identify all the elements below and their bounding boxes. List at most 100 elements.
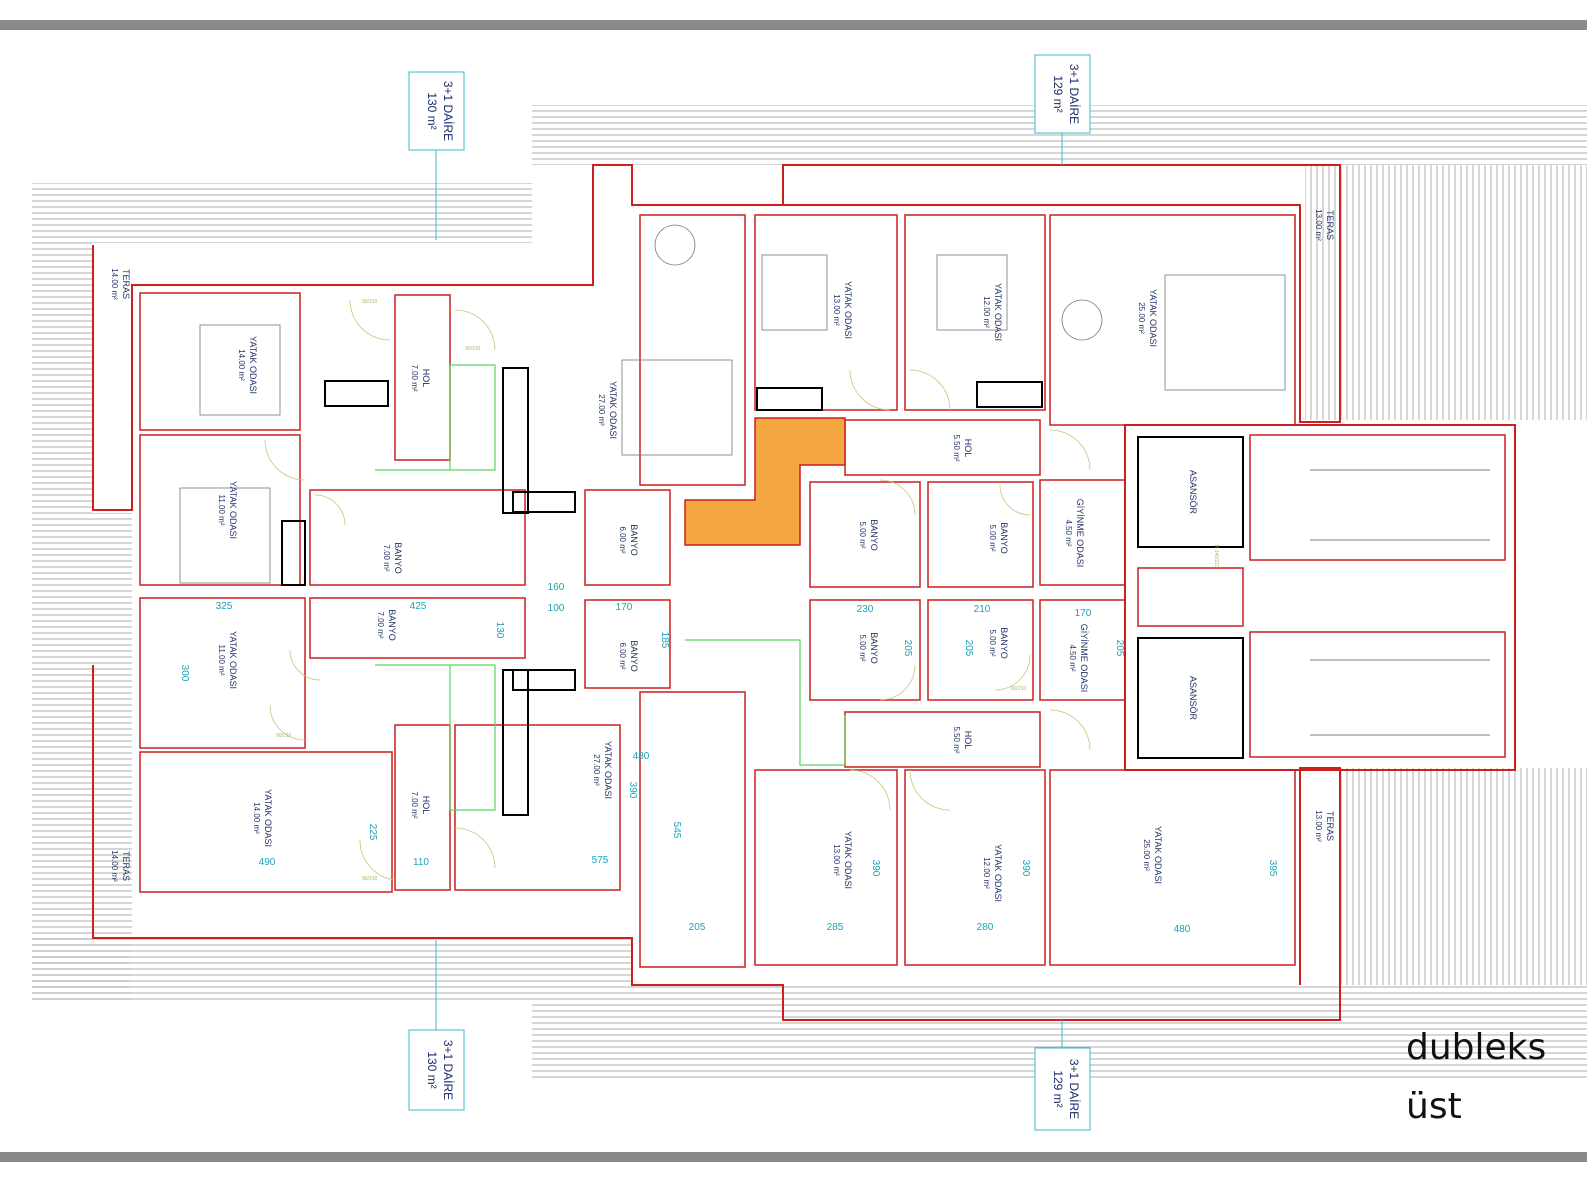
room-area: 6.00 m² — [618, 642, 627, 669]
dimension-185: 185 — [659, 632, 670, 649]
room-area: 13.00 m² — [832, 294, 841, 326]
core-stairs — [1310, 469, 1490, 736]
room-area: 12.00 m² — [982, 857, 991, 889]
room-area: 5.00 m² — [988, 629, 997, 656]
elevator-shafts — [1137, 436, 1244, 759]
room-name: YATAK ODASI — [608, 381, 618, 439]
room-name: HOL — [963, 439, 973, 458]
room-name: BANYO — [387, 609, 397, 641]
door-code: 90/210 — [362, 876, 378, 882]
dimension-480b: 480 — [1174, 924, 1191, 935]
bottom-border-bar — [0, 1152, 1587, 1162]
door-code: 90/210 — [276, 733, 292, 739]
dimension-490: 490 — [259, 857, 276, 868]
dimension-225: 225 — [367, 824, 378, 841]
room-name: BANYO — [393, 542, 403, 574]
room-area: 27.00 m² — [592, 754, 601, 786]
room-area: 7.00 m² — [410, 791, 419, 818]
unit-tag-top-right-area: 129 m² — [1051, 75, 1065, 112]
room-name: HOL — [421, 369, 431, 388]
room-area: 5.00 m² — [858, 634, 867, 661]
room-area: 11.00 m² — [217, 645, 226, 676]
dimension-390c: 390 — [1020, 860, 1031, 877]
room-area: 4.50 m² — [1064, 519, 1073, 546]
room-area: 5.00 m² — [858, 521, 867, 548]
room-name: YATAK ODASI — [843, 281, 853, 339]
room-area: 5.50 m² — [952, 434, 961, 461]
dimension-170a: 170 — [616, 602, 633, 613]
door-code: 80/210 — [1011, 686, 1027, 692]
room-name: YATAK ODASI — [248, 336, 258, 394]
dimension-230: 230 — [857, 604, 874, 615]
dimension-425: 425 — [410, 601, 427, 612]
dimension-100: 100 — [548, 603, 565, 614]
room-name: YATAK ODASI — [228, 481, 238, 539]
room-name: GİYİNME ODASI — [1075, 499, 1085, 568]
room-area: 13.00 m² — [832, 844, 841, 876]
terrace-area: 13.00 m² — [1314, 810, 1323, 842]
room-name: YATAK ODASI — [1153, 826, 1163, 884]
dimension-390a: 390 — [627, 782, 638, 799]
unit-tag-bottom-right-area: 129 m² — [1051, 1070, 1065, 1107]
dimension-300: 300 — [179, 665, 190, 682]
room-name: BANYO — [999, 627, 1009, 659]
room-name: HOL — [421, 796, 431, 815]
unit-tag-top-left-area: 130 m² — [425, 92, 439, 129]
room-area: 14.00 m² — [252, 802, 261, 834]
elevator-top-label: ASANSÖR — [1188, 470, 1198, 515]
room-name: YATAK ODASI — [263, 789, 273, 847]
room-name: YATAK ODASI — [1148, 289, 1158, 347]
outer-walls — [92, 164, 1516, 1021]
door-code: 90/210 — [465, 346, 481, 352]
room-area: 6.00 m² — [618, 526, 627, 553]
room-name: YATAK ODASI — [843, 831, 853, 889]
furniture — [179, 224, 1286, 584]
terrace-area: 13.00 m² — [1314, 209, 1323, 241]
internal-stairs — [375, 364, 846, 811]
unit-tag-bottom-right-type: 3+1 DAİRE — [1067, 1059, 1081, 1119]
terrace-area: 14.00 m² — [110, 268, 119, 300]
unit-tag-bottom-right: 3+1 DAİRE 129 m² — [1034, 1020, 1091, 1131]
dimension-280: 280 — [977, 922, 994, 933]
unit-tag-bottom-left: 3+1 DAİRE 130 m² — [408, 940, 465, 1111]
dimension-160: 160 — [548, 582, 565, 593]
room-name: YATAK ODASI — [228, 631, 238, 689]
room-area: 12.00 m² — [982, 296, 991, 328]
dimension-205d: 205 — [689, 922, 706, 933]
room-name: BANYO — [869, 519, 879, 551]
unit-tag-top-left: 3+1 DAİRE 130 m² — [408, 71, 465, 240]
dimension-205c: 205 — [1114, 640, 1125, 657]
room-area: 7.00 m² — [382, 544, 391, 571]
dimension-130: 130 — [494, 622, 505, 639]
wardrobes — [281, 367, 1043, 816]
terrace-name: TERAS — [1325, 210, 1335, 240]
top-border-bar — [0, 20, 1587, 30]
unit-tag-top-right: 3+1 DAİRE 129 m² — [1034, 54, 1091, 165]
room-area: 5.00 m² — [988, 524, 997, 551]
caption-line-1: dubleks — [1406, 1027, 1547, 1068]
room-name: BANYO — [869, 632, 879, 664]
elevator-bottom-label: ASANSÖR — [1188, 676, 1198, 721]
dimension-205b: 205 — [963, 640, 974, 657]
dimension-210: 210 — [974, 604, 991, 615]
terrace-area: 14.00 m² — [110, 850, 119, 882]
room-name: YATAK ODASI — [993, 283, 1003, 341]
